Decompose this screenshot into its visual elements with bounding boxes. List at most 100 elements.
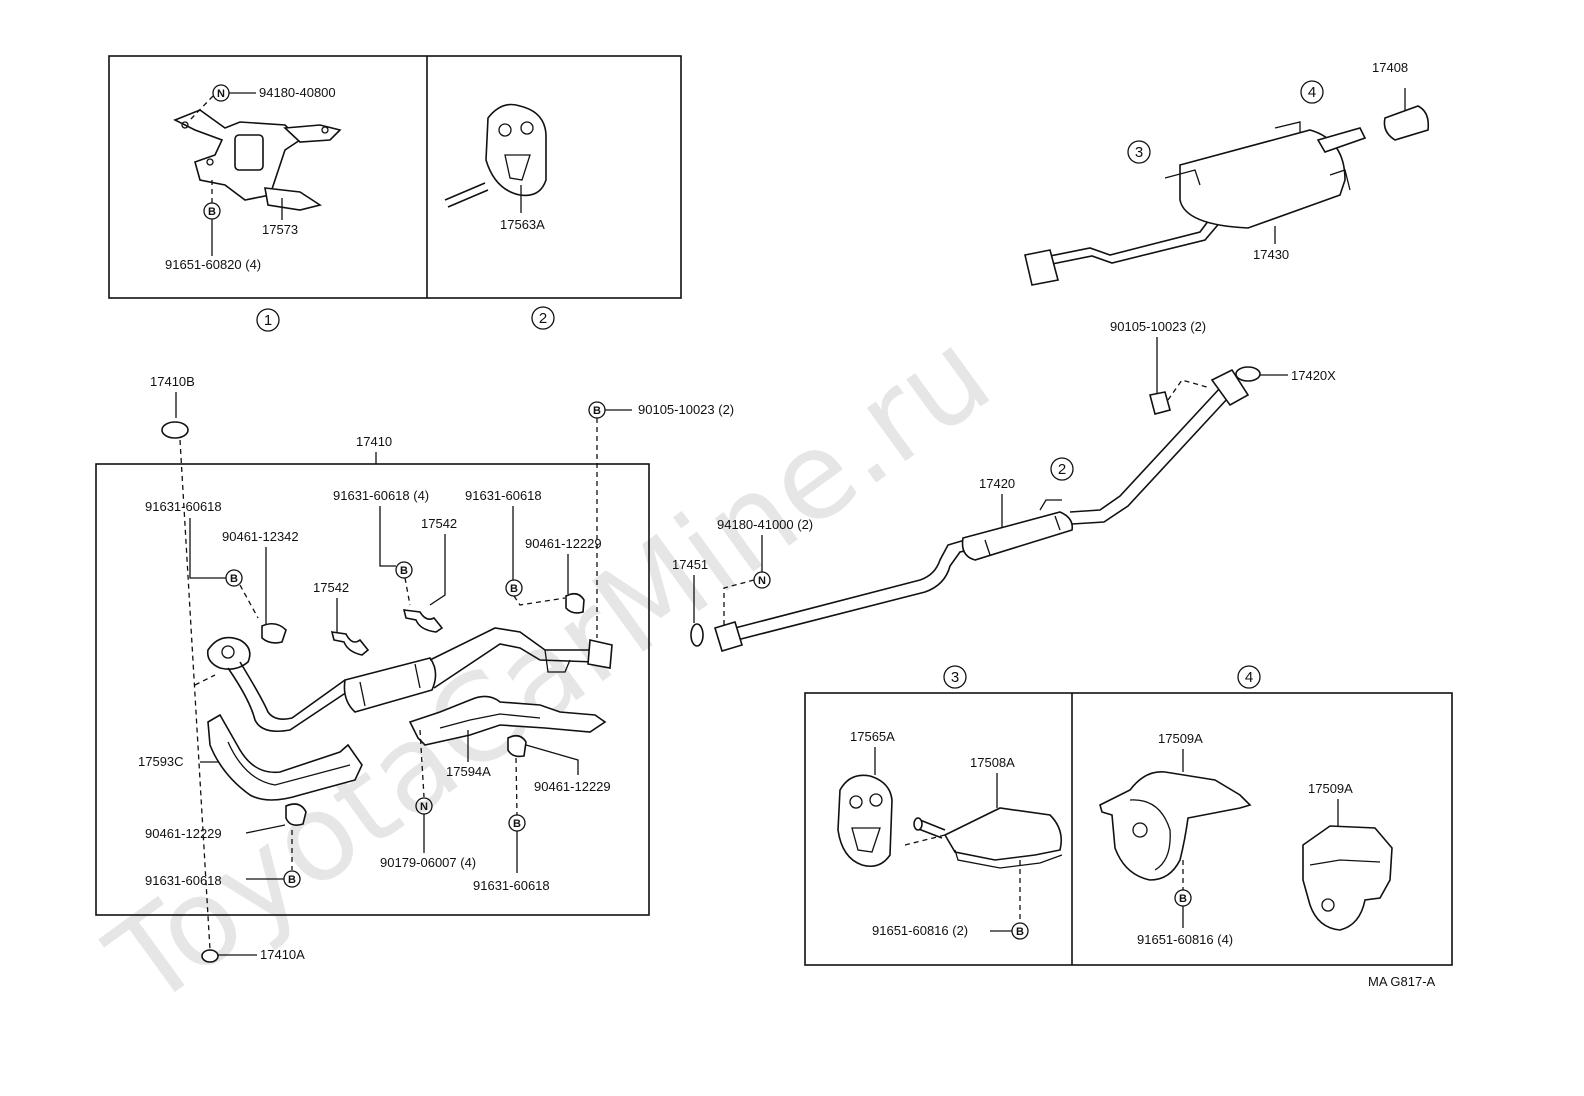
detail-number-3: 3 <box>943 665 967 689</box>
part-label-17420: 17420 <box>979 476 1015 491</box>
part-label-91651-60820: 91651-60820 (4) <box>165 257 261 272</box>
muffler-17430-drawing <box>1024 121 1367 286</box>
svg-text:B: B <box>400 565 408 577</box>
part-label-17509a-a: 17509A <box>1158 731 1203 746</box>
clamp-90461-12229-c-drawing <box>285 803 307 826</box>
bolt-marker: B <box>1174 889 1192 928</box>
bracket-17508a-drawing <box>904 807 1063 869</box>
svg-text:N: N <box>420 801 428 813</box>
clamp-90461-12229-b-drawing <box>565 592 585 614</box>
gasket-17420x-drawing <box>1235 366 1288 382</box>
svg-text:B: B <box>208 206 216 218</box>
drawing-code: MA G817-A <box>1368 974 1436 989</box>
part-label-17565a: 17565A <box>850 729 895 744</box>
bolt-marker: B <box>246 870 301 888</box>
tail-pipe-17408-drawing <box>1383 88 1430 141</box>
part-label-90461-12229-c: 90461-12229 <box>145 826 222 841</box>
gasket-guide-line <box>179 439 211 951</box>
svg-text:N: N <box>758 575 766 587</box>
hanger-17563a-drawing <box>444 103 547 208</box>
bolt-marker: B <box>990 922 1029 940</box>
detail-number-1: 1 <box>256 308 280 332</box>
svg-text:B: B <box>288 874 296 886</box>
detail-number-2-pipe: 2 <box>1050 457 1074 481</box>
part-label-17410a: 17410A <box>260 947 305 962</box>
bolt-90105-drawing <box>1149 379 1211 415</box>
part-label-17593c: 17593C <box>138 754 184 769</box>
part-label-17594a: 17594A <box>446 764 491 779</box>
front-pipe-17410-drawing <box>206 627 613 733</box>
gasket-17410a-drawing <box>201 949 219 963</box>
detail-number-2: 2 <box>531 306 555 330</box>
part-label-91631-60618-d: 91631-60618 <box>145 873 222 888</box>
nut-marker: N <box>723 535 771 625</box>
insulator-guide-line <box>194 674 216 686</box>
part-label-17509a-b: 17509A <box>1308 781 1353 796</box>
part-label-17410: 17410 <box>356 434 392 449</box>
svg-text:B: B <box>1016 926 1024 938</box>
svg-text:4: 4 <box>1308 84 1316 101</box>
part-label-90461-12229-d: 90461-12229 <box>534 779 611 794</box>
svg-text:4: 4 <box>1245 669 1253 686</box>
svg-text:2: 2 <box>539 310 547 327</box>
svg-text:B: B <box>593 405 601 417</box>
leader-line <box>429 534 446 606</box>
part-label-17542-b: 17542 <box>313 580 349 595</box>
svg-text:2: 2 <box>1058 461 1066 478</box>
hanger-17565a-drawing <box>837 774 893 868</box>
inset-box-3-4 <box>804 692 1453 966</box>
center-pipe-17420-drawing <box>714 368 1250 652</box>
part-label-94180-41000: 94180-41000 (2) <box>717 517 813 532</box>
part-label-17430: 17430 <box>1253 247 1289 262</box>
clamp-90461-12342-drawing <box>261 622 287 644</box>
svg-text:B: B <box>510 583 518 595</box>
leader-line <box>525 744 579 775</box>
gasket-17451-drawing <box>690 575 704 647</box>
svg-text:1: 1 <box>264 312 272 329</box>
detail-number-4-muffler: 4 <box>1300 80 1324 104</box>
bracket-17573-drawing <box>173 109 342 211</box>
bracket-17542-b-drawing <box>330 631 370 656</box>
part-label-17573: 17573 <box>262 222 298 237</box>
nut-marker: N <box>415 797 433 853</box>
part-label-17410b: 17410B <box>150 374 195 389</box>
nut-guide-line <box>419 729 425 798</box>
front-pipe-group-box <box>95 463 650 916</box>
bolt-marker: B <box>203 180 221 256</box>
bolt-marker: B <box>379 506 413 606</box>
mount-17509a-a-drawing <box>1099 771 1252 881</box>
part-label-91631-60618-b: 91631-60618 (4) <box>333 488 429 503</box>
part-label-90461-12342: 90461-12342 <box>222 529 299 544</box>
part-label-91631-60618-a: 91631-60618 <box>145 499 222 514</box>
gasket-17410b-drawing <box>161 421 189 439</box>
part-label-17420x: 17420X <box>1291 368 1336 383</box>
part-label-91631-60618-c: 91631-60618 <box>465 488 542 503</box>
part-label-91651-60816-4: 91651-60816 (4) <box>1137 932 1233 947</box>
bolt-marker: B <box>508 814 526 873</box>
part-label-91651-60816-2: 91651-60816 (2) <box>872 923 968 938</box>
part-label-17508a: 17508A <box>970 755 1015 770</box>
insulator-17593c-drawing <box>207 713 363 801</box>
part-label-17563a: 17563A <box>500 217 545 232</box>
detail-number-4: 4 <box>1237 665 1261 689</box>
inset-box-1-2 <box>108 55 682 299</box>
bolt-marker: B <box>588 401 632 638</box>
svg-text:3: 3 <box>1135 144 1143 161</box>
part-label-90179-06007: 90179-06007 (4) <box>380 855 476 870</box>
svg-text:B: B <box>230 573 238 585</box>
svg-text:B: B <box>1179 893 1187 905</box>
clamp-90461-12229-d-drawing <box>507 734 527 758</box>
bolt-guide-line <box>515 757 518 816</box>
leader-line <box>245 824 286 834</box>
svg-text:3: 3 <box>951 669 959 686</box>
part-label-94180-40800: 94180-40800 <box>259 85 336 100</box>
bolt-marker: B <box>189 518 259 619</box>
insulator-17594a-drawing <box>408 695 607 746</box>
part-label-17451: 17451 <box>672 557 708 572</box>
svg-text:B: B <box>513 818 521 830</box>
mount-17509a-b-drawing <box>1302 825 1393 931</box>
detail-number-3-muffler: 3 <box>1127 140 1151 164</box>
part-label-90461-12229-b: 90461-12229 <box>525 536 602 551</box>
part-label-17408: 17408 <box>1372 60 1408 75</box>
